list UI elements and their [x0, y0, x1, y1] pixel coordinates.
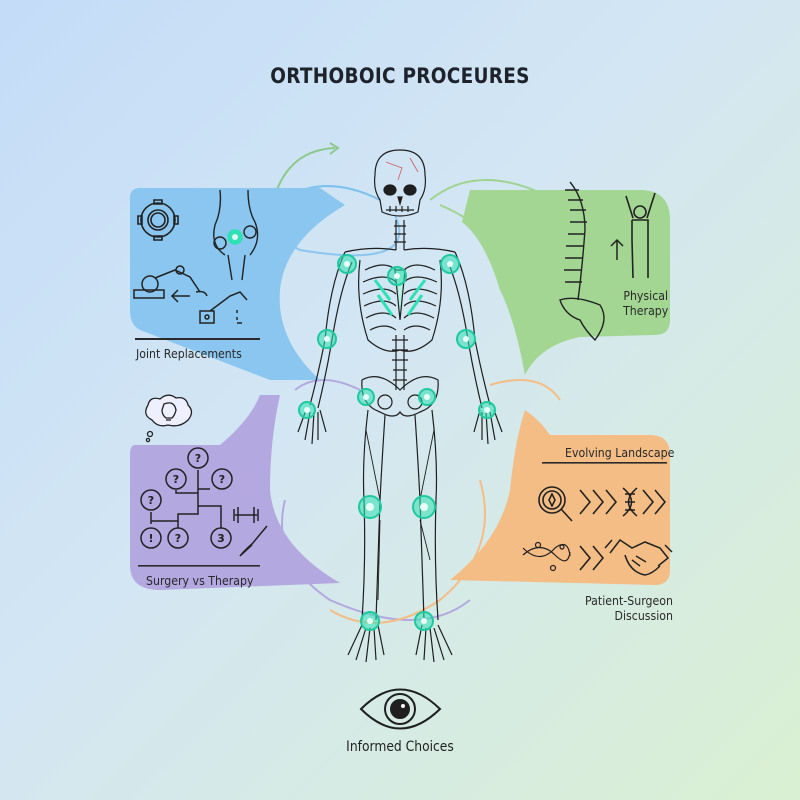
label-joint-replacements: Joint Replacements [136, 346, 242, 361]
gear-icon [137, 199, 179, 241]
label-patient-surgeon-line2: Discussion [614, 608, 674, 623]
green-arrow-arc [274, 147, 336, 196]
label-patient-surgeon-line1: Patient-Surgeon [585, 593, 674, 608]
arrow-up-icon [610, 238, 624, 260]
dna-icon [622, 487, 638, 517]
page-title: ORTHOBOIC PROCEURES [270, 64, 530, 88]
dumbbell-icon [233, 507, 259, 523]
scalpel-icon [239, 525, 268, 557]
label-physical-therapy-line1: Physical [623, 288, 669, 303]
label-physical-therapy: Physical Therapy [623, 288, 668, 318]
decision-tree-icon [140, 447, 233, 549]
label-informed-choices: Informed Choices [346, 739, 454, 755]
dna-strand-icon [522, 541, 571, 572]
label-surgery-vs-therapy: Surgery vs Therapy [146, 573, 254, 588]
chevrons-icon [579, 489, 667, 515]
svg-text:?: ? [148, 494, 154, 507]
decision-tree-labels: ??? ?!? 3 [148, 452, 225, 545]
knee-joint-icon [213, 189, 259, 281]
label-physical-therapy-line2: Therapy [623, 303, 669, 318]
orange-orbit-arc [489, 379, 561, 401]
panel-evolving-landscape [450, 410, 673, 585]
panel-surgery-vs-therapy: ??? ?!? 3 [130, 394, 340, 590]
label-evolving-landscape: Evolving Landscape [565, 445, 675, 460]
svg-text:?: ? [173, 473, 179, 486]
magnifier-icon [538, 486, 573, 522]
svg-text:?: ? [219, 473, 225, 486]
thought-bubble-lightbulb-icon [145, 394, 193, 443]
svg-text:?: ? [195, 452, 201, 465]
handshake-icon [604, 538, 673, 576]
arrow-left-icon [170, 289, 190, 303]
purple-orbit-arc [294, 379, 361, 391]
svg-text:?: ? [175, 532, 181, 545]
panel-joint-replacements [130, 188, 345, 380]
joint-centers [304, 261, 490, 624]
stretching-person-icon [625, 192, 656, 279]
robotic-arm-icon [133, 265, 208, 299]
panel-physical-therapy [462, 181, 670, 375]
chevrons-small-icon [579, 545, 605, 571]
robotic-arm-small-icon [199, 291, 248, 324]
svg-text:3: 3 [217, 532, 225, 545]
spine-icon [559, 181, 605, 342]
svg-text:!: ! [148, 532, 153, 545]
label-patient-surgeon-discussion: Patient-Surgeon Discussion [585, 593, 673, 623]
eye-icon [359, 688, 442, 730]
